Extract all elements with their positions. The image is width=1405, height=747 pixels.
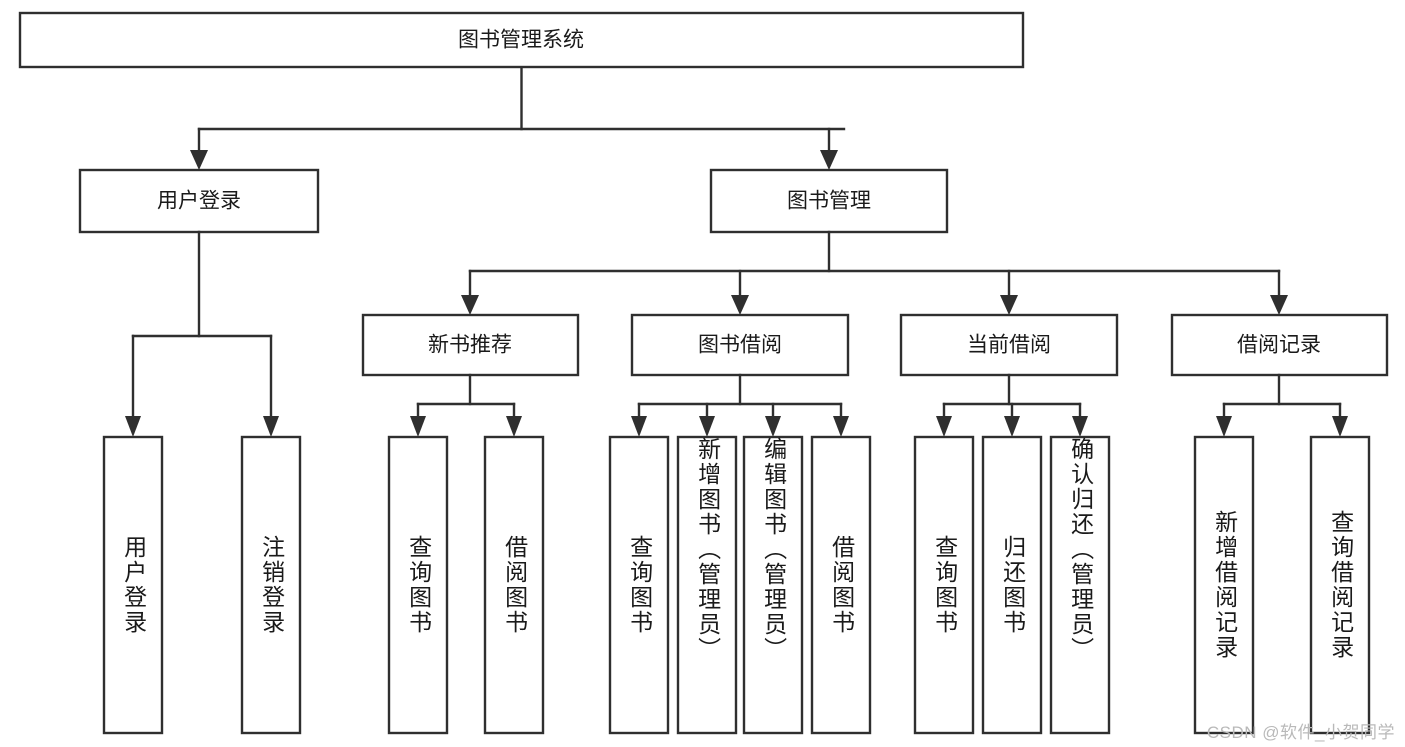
node-root-label: 图书管理系统 xyxy=(458,29,584,52)
connector-user-login-to-leaves xyxy=(125,230,279,437)
connector-book-management-to-level3 xyxy=(461,230,1288,315)
leaf-box-group xyxy=(102,435,1371,735)
node-root[interactable]: 图书管理系统 xyxy=(18,11,1025,69)
watermark: CSDN @软件_小贺同学 xyxy=(1206,723,1395,742)
leaf-box-book-borrow-3[interactable] xyxy=(810,435,872,735)
node-current-borrow[interactable]: 当前借阅 xyxy=(899,313,1119,377)
leaf-box-borrow-record-0[interactable] xyxy=(1193,435,1255,735)
leaf-box-borrow-record-1[interactable] xyxy=(1309,435,1371,735)
node-user-login[interactable]: 用户登录 xyxy=(78,168,320,234)
node-user-login-label: 用户登录 xyxy=(157,190,241,213)
node-current-borrow-label: 当前借阅 xyxy=(967,334,1051,357)
leaf-box-current-borrow-2[interactable] xyxy=(1049,435,1111,735)
leaf-box-book-borrow-0[interactable] xyxy=(608,435,670,735)
connector-current-borrow-to-leaves xyxy=(936,373,1088,437)
node-new-book-recommend-label: 新书推荐 xyxy=(428,334,512,357)
leaf-box-user-login-1[interactable] xyxy=(240,435,302,735)
leaf-box-book-borrow-1[interactable] xyxy=(676,435,738,735)
node-book-management-label: 图书管理 xyxy=(787,190,871,213)
connector-book-borrow-to-leaves xyxy=(631,373,849,437)
node-book-borrow[interactable]: 图书借阅 xyxy=(630,313,850,377)
leaf-box-new-book-1[interactable] xyxy=(483,435,545,735)
connector-borrow-record-to-leaves xyxy=(1216,373,1348,437)
node-book-borrow-label: 图书借阅 xyxy=(698,334,782,357)
leaf-box-current-borrow-1[interactable] xyxy=(981,435,1043,735)
node-borrow-record-label: 借阅记录 xyxy=(1237,334,1321,357)
leaf-box-current-borrow-0[interactable] xyxy=(913,435,975,735)
leaf-box-book-borrow-2[interactable] xyxy=(742,435,804,735)
leaf-box-new-book-0[interactable] xyxy=(387,435,449,735)
connector-root-to-level2 xyxy=(190,65,846,170)
node-book-management[interactable]: 图书管理 xyxy=(709,168,949,234)
node-borrow-record[interactable]: 借阅记录 xyxy=(1170,313,1389,377)
leaf-box-user-login-0[interactable] xyxy=(102,435,164,735)
node-new-book-recommend[interactable]: 新书推荐 xyxy=(361,313,580,377)
connector-new-book-recommend-to-leaves xyxy=(410,373,522,437)
